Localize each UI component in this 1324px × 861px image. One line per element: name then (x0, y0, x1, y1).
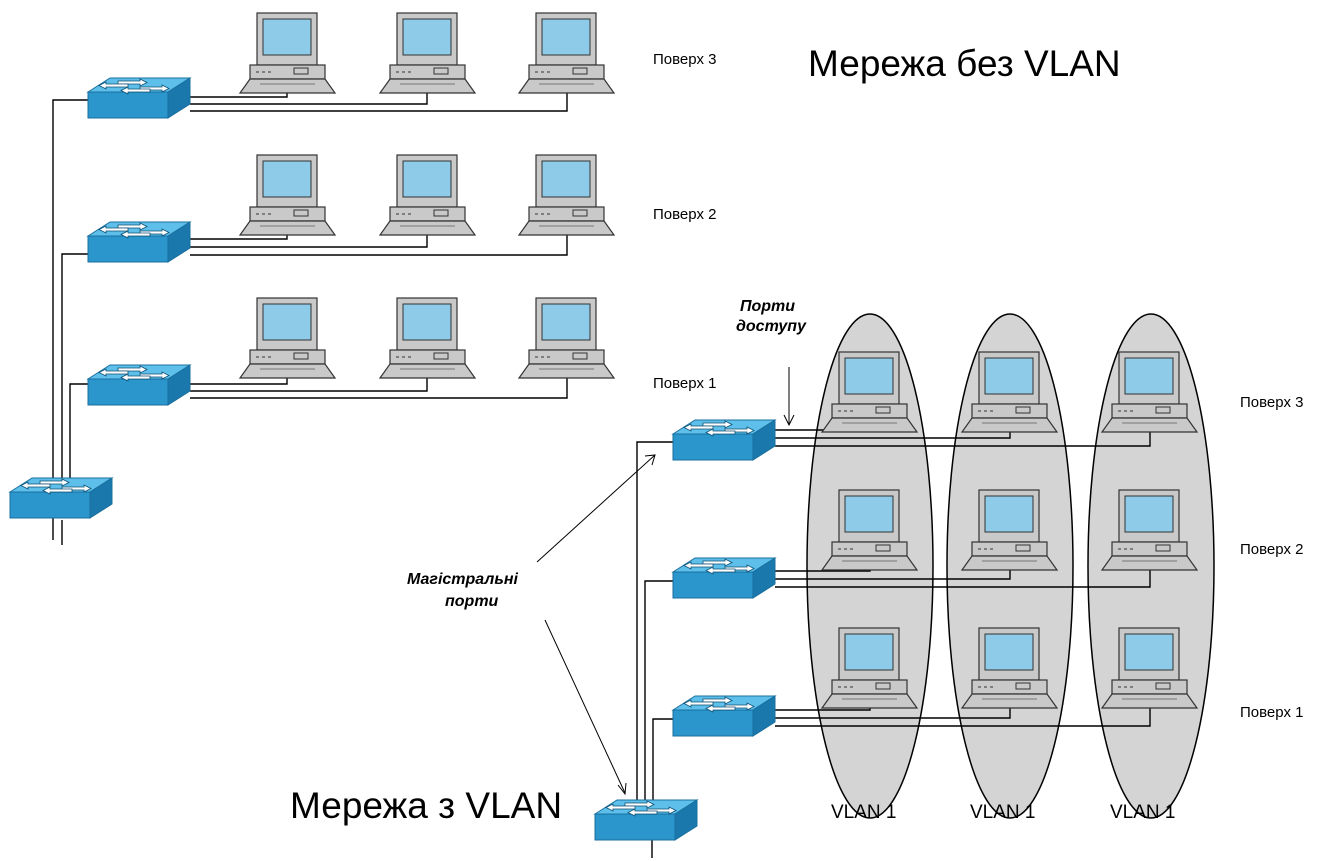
top-floor-label: Поверх 2 (653, 206, 716, 223)
network-with-vlan: Порти доступу Магістральні порти Поверх … (290, 298, 1303, 858)
computer (239, 154, 336, 236)
bottom-floor-label: Поверх 1 (1240, 704, 1303, 721)
vlan-label: VLAN 1 (970, 802, 1035, 823)
access-ports-label-line1: Порти (740, 298, 795, 315)
computer (239, 12, 336, 94)
computer (379, 154, 476, 236)
trunk-ports-label-line1: Магістральні (407, 571, 519, 588)
vlan-label: VLAN 1 (1110, 802, 1175, 823)
access-ports-label-line2: доступу (736, 318, 807, 335)
bottom-floor-label: Поверх 3 (1240, 394, 1303, 411)
top-floor-label: Поверх 1 (653, 375, 716, 392)
computer (518, 12, 615, 94)
core-switch (9, 477, 113, 519)
switch-floor-2 (87, 221, 191, 263)
switch-floor-3 (87, 77, 191, 119)
bottom-floor-label: Поверх 2 (1240, 541, 1303, 558)
switch-floor-2 (672, 557, 776, 599)
vlan-label: VLAN 1 (831, 802, 896, 823)
title-with-vlan: Мережа з VLAN (290, 785, 562, 826)
computer (239, 297, 336, 379)
switch-floor-1 (672, 695, 776, 737)
trunk-ports-label-line2: порти (445, 593, 499, 610)
top-floor-label: Поверх 3 (653, 51, 716, 68)
network-without-vlan: Поверх 3 Поверх 2 Поверх 1 Мережа без VL… (9, 12, 1121, 545)
computer (518, 154, 615, 236)
switch-floor-3 (672, 419, 776, 461)
computer (518, 297, 615, 379)
core-switch (594, 799, 698, 841)
title-no-vlan: Мережа без VLAN (808, 43, 1121, 84)
computer (379, 297, 476, 379)
switch-floor-1 (87, 364, 191, 406)
computer (379, 12, 476, 94)
